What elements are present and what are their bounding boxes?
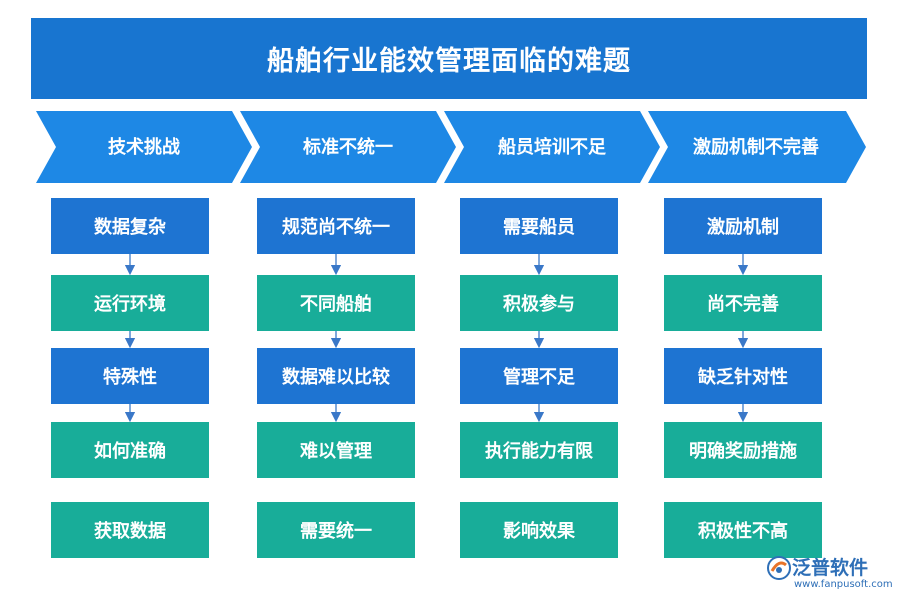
box-4-3: 缺乏针对性 bbox=[664, 348, 822, 404]
box-3-3: 管理不足 bbox=[460, 348, 618, 404]
box-1-4: 如何准确 bbox=[51, 422, 209, 478]
box-4-5: 积极性不高 bbox=[664, 502, 822, 558]
chevron-4 bbox=[648, 111, 866, 183]
title-bar: 船舶行业能效管理面临的难题 bbox=[31, 18, 867, 99]
box-2-5: 需要统一 bbox=[257, 502, 415, 558]
box-3-4: 执行能力有限 bbox=[460, 422, 618, 478]
box-2-4: 难以管理 bbox=[257, 422, 415, 478]
box-2-3: 数据难以比较 bbox=[257, 348, 415, 404]
box-1-3: 特殊性 bbox=[51, 348, 209, 404]
box-3-1: 需要船员 bbox=[460, 198, 618, 254]
box-2-2: 不同船舶 bbox=[257, 275, 415, 331]
column-header-1: 技术挑战 bbox=[108, 137, 180, 158]
fanpu-logo-icon bbox=[767, 556, 791, 580]
box-1-5: 获取数据 bbox=[51, 502, 209, 558]
box-4-2: 尚不完善 bbox=[664, 275, 822, 331]
column-header-3: 船员培训不足 bbox=[498, 137, 606, 158]
brand-url: www.fanpusoft.com bbox=[794, 579, 893, 590]
column-header-2: 标准不统一 bbox=[303, 137, 393, 158]
box-3-2: 积极参与 bbox=[460, 275, 618, 331]
column-header-4: 激励机制不完善 bbox=[693, 137, 819, 158]
chevron-2 bbox=[240, 111, 456, 183]
box-4-1: 激励机制 bbox=[664, 198, 822, 254]
chevron-3 bbox=[444, 111, 660, 183]
box-1-2: 运行环境 bbox=[51, 275, 209, 331]
chevron-1 bbox=[36, 111, 252, 183]
brand-logo: 泛普软件 www.fanpusoft.com bbox=[766, 553, 896, 597]
page-title: 船舶行业能效管理面临的难题 bbox=[267, 46, 631, 77]
box-3-5: 影响效果 bbox=[460, 502, 618, 558]
brand-name: 泛普软件 bbox=[792, 557, 869, 579]
box-2-1: 规范尚不统一 bbox=[257, 198, 415, 254]
box-1-1: 数据复杂 bbox=[51, 198, 209, 254]
box-4-4: 明确奖励措施 bbox=[664, 422, 822, 478]
